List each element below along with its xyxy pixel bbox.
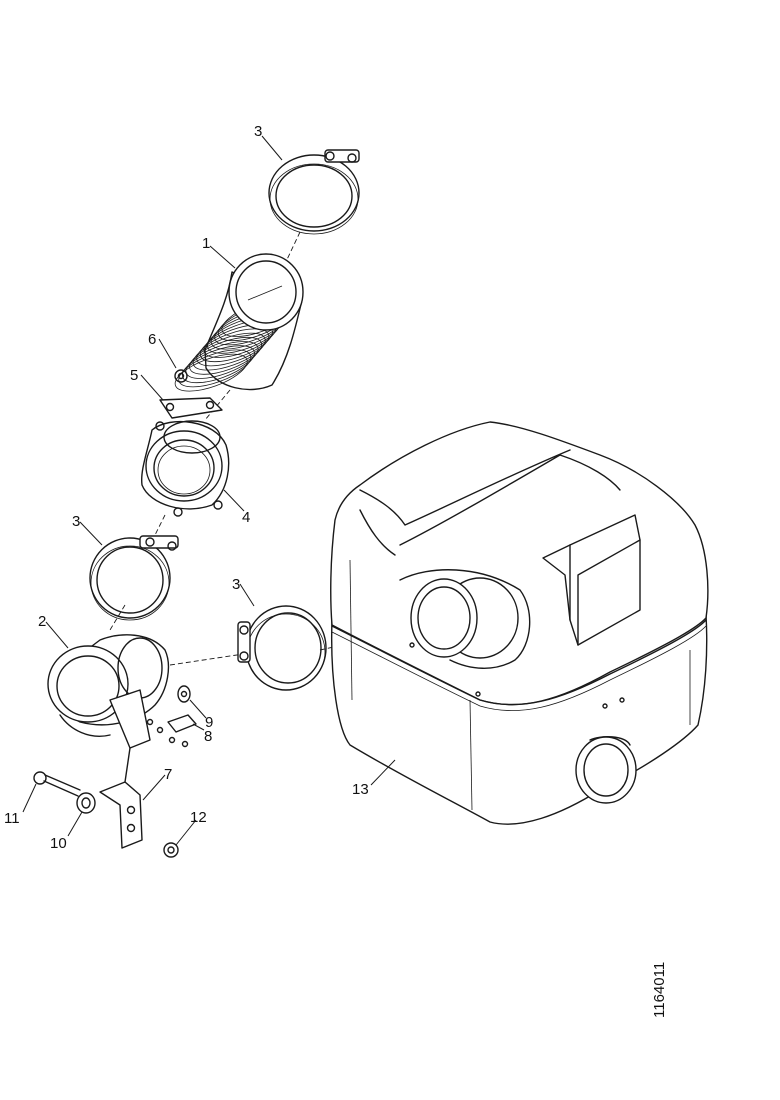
leader-3-top [261, 135, 283, 161]
callout-1: 1 [202, 235, 210, 252]
leader-12 [175, 819, 197, 846]
leader-3-right [239, 583, 255, 607]
callout-2: 2 [38, 613, 46, 630]
callout-6: 6 [148, 331, 156, 348]
flange-adapter [140, 420, 230, 517]
leader-10 [67, 811, 83, 837]
callout-3-top: 3 [254, 123, 262, 140]
hose-clamp-middle [89, 535, 179, 621]
callout-8: 8 [204, 728, 212, 745]
leader-4 [223, 489, 245, 512]
leader-1 [209, 245, 236, 269]
callout-10: 10 [50, 835, 67, 852]
leader-8 [192, 723, 205, 731]
callout-7: 7 [164, 766, 172, 783]
leader-13 [370, 759, 396, 786]
callout-9: 9 [205, 714, 213, 731]
callout-3-middle: 3 [72, 513, 80, 530]
assembly-axis-bottom [109, 604, 126, 631]
callout-5: 5 [130, 367, 138, 384]
leader-7 [142, 774, 166, 801]
leader-2 [45, 621, 69, 649]
leader-3-middle [79, 521, 103, 546]
leader-11 [22, 783, 37, 813]
flexible-bellows-pipe [174, 253, 304, 392]
muffler-silencer [330, 421, 709, 825]
leader-9 [189, 699, 207, 719]
callout-3-right: 3 [232, 576, 240, 593]
bellows-ring [196, 328, 270, 367]
callout-11: 11 [4, 810, 20, 827]
elbow-pipe [47, 634, 170, 737]
clamp-plate-8 [146, 714, 197, 748]
bolt-11 [33, 771, 81, 797]
leader-6 [158, 338, 177, 369]
assembly-axis-elbow [169, 652, 251, 666]
callout-4: 4 [242, 509, 250, 526]
bellows-ring [189, 336, 263, 375]
nut-6 [174, 369, 188, 383]
bellows-ring [174, 353, 248, 392]
nut-12 [163, 842, 179, 858]
hose-clamp-top [268, 149, 360, 235]
mounting-bracket [99, 689, 151, 849]
callout-13: 13 [352, 781, 369, 798]
nut-9 [177, 685, 191, 703]
document-number: 1164011 [651, 962, 668, 1018]
gasket-plate [159, 397, 223, 419]
bellows-ring [192, 332, 266, 371]
bushing-10 [76, 792, 96, 814]
callout-12: 12 [190, 809, 207, 826]
hose-clamp-right [237, 605, 327, 691]
leader-5 [140, 374, 164, 401]
